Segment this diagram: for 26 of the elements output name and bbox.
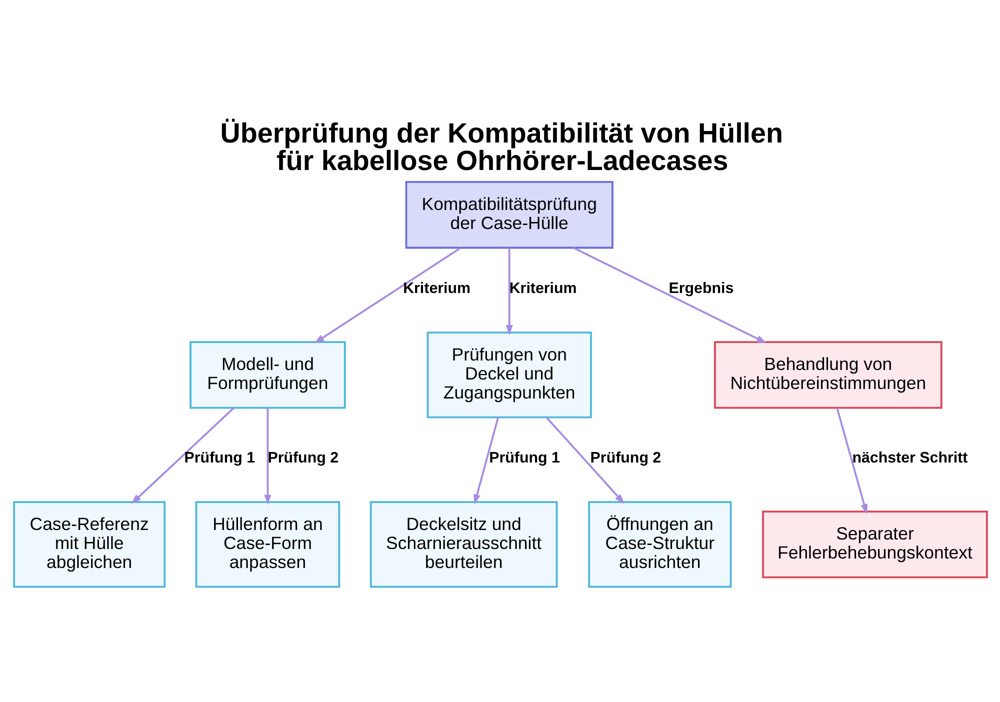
node-box: Case-Referenz mit Hülle abgleichen [12,500,166,588]
edge-label: Prüfung 1 [184,448,255,466]
arrow [130,406,234,504]
node-box: Hüllenform an Case-Form anpassen [194,500,340,588]
edge-label: nächster Schritt [852,448,968,466]
edge-label: Prüfung 1 [488,448,560,466]
edge-label: Ergebnis [668,279,734,296]
arrow [264,407,271,504]
edge-label: Prüfung 2 [267,448,338,466]
diagram-title: Überprüfung der Kompatibilität von Hüllen für kabellose Ohrhörer-Ladecases [220,116,783,176]
edge-label: Kriterium [402,279,470,296]
node-box: Kompatibilitätsprüfung der Case-Hülle [404,180,613,248]
arrow [314,246,460,343]
arrow [572,246,766,343]
arrow [473,416,499,504]
node-box: Modell- und Formprüfungen [189,340,346,408]
node-box: Separater Fehlerbehebungskontext [762,510,988,578]
arrow [836,407,868,514]
node-box: Öffnungen an Case-Struktur ausrichten [588,500,732,588]
node-box: Deckelsitz und Scharnierausschnitt beurteilen [369,500,558,588]
arrow [505,248,512,335]
edge-label: Kriterium [508,279,576,296]
node-box: Prüfungen von Deckel und Zugangspunkten [426,331,592,418]
edge-label: Prüfung 2 [590,448,661,466]
arrow [545,416,624,504]
node-box: Behandlung von Nichtübereinstimmungen [714,340,942,408]
